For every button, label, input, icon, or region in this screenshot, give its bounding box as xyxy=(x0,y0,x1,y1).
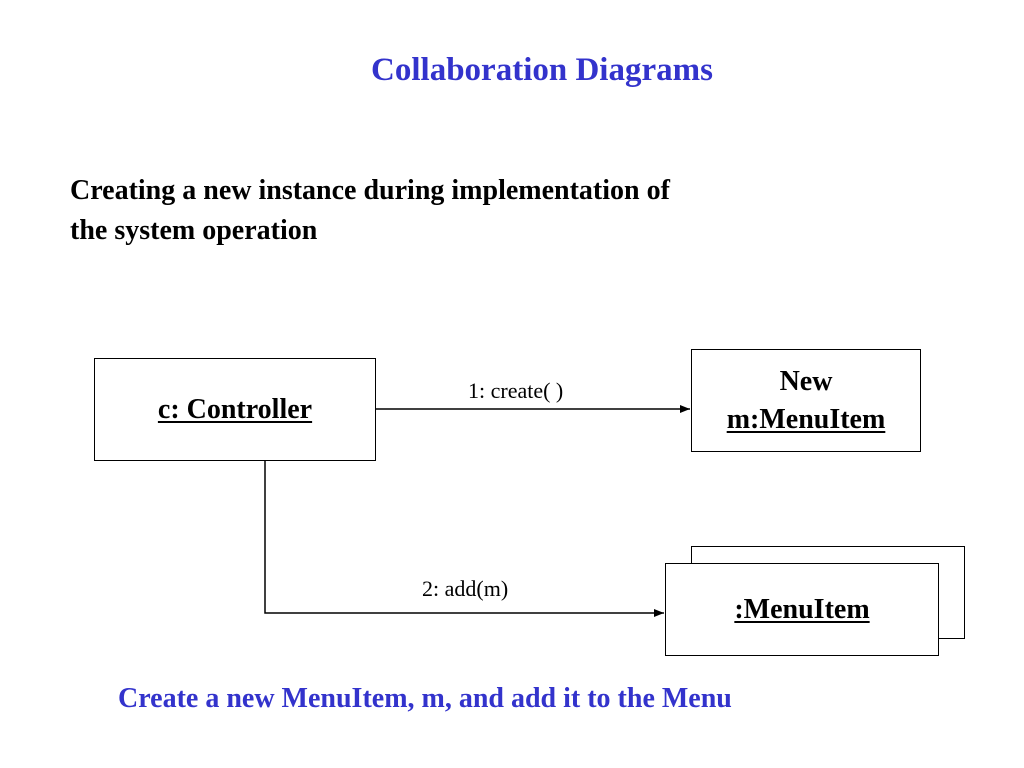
subtitle-line-2: the system operation xyxy=(70,215,318,246)
slide-title: Collaboration Diagrams xyxy=(371,52,713,88)
new-object-label-line-1: New xyxy=(779,365,833,397)
collection-label: :MenuItem xyxy=(734,593,870,625)
new-object-label-line-2: m:MenuItem xyxy=(726,403,886,435)
slide-subtitle: Creating a new instance during implement… xyxy=(70,171,830,251)
menuitem-collection-object: :MenuItem xyxy=(665,563,939,656)
add-message-arrow xyxy=(264,461,664,617)
add-message-label: 2: add(m) xyxy=(422,576,509,601)
controller-object: c: Controller xyxy=(94,358,376,461)
new-menuitem-object: New m:MenuItem xyxy=(691,349,921,452)
subtitle-line-1: Creating a new instance during implement… xyxy=(70,175,670,206)
create-message-label: 1: create( ) xyxy=(468,378,564,403)
controller-label: c: Controller xyxy=(157,393,313,425)
slide-caption: Create a new MenuItem, m, and add it to … xyxy=(118,683,732,714)
